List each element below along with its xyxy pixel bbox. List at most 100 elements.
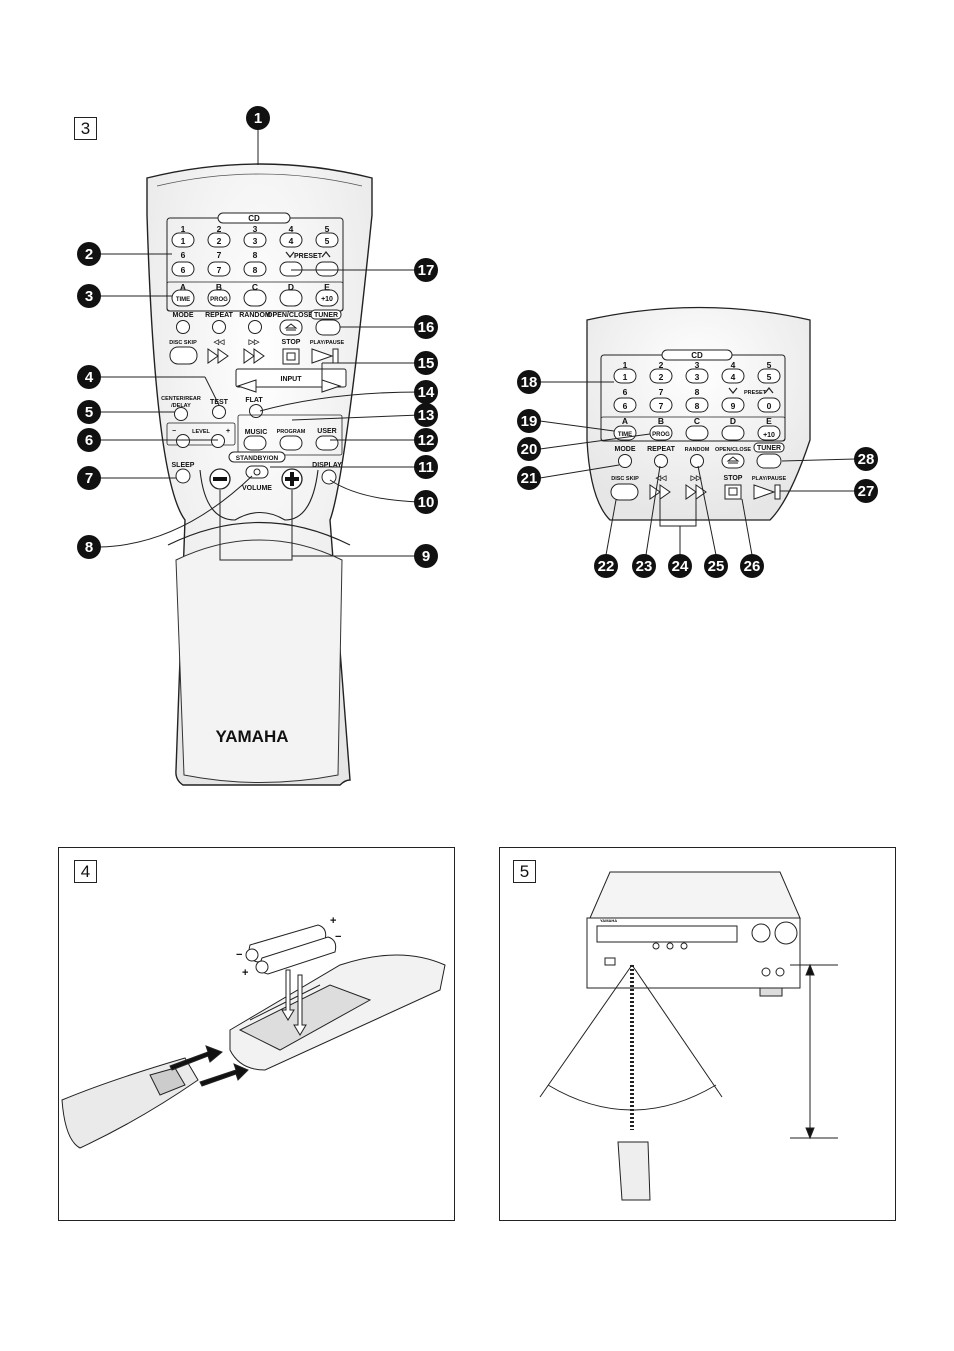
svg-text:8: 8: [85, 539, 93, 556]
svg-text:25: 25: [708, 558, 725, 575]
svg-text:7: 7: [85, 470, 93, 487]
svg-text:5: 5: [325, 236, 330, 246]
svg-text:22: 22: [598, 558, 615, 575]
svg-text:B: B: [216, 282, 222, 292]
svg-text:24: 24: [672, 558, 689, 575]
svg-text:17: 17: [418, 262, 435, 279]
svg-text:PROGRAM: PROGRAM: [277, 429, 306, 435]
svg-text:▷▷: ▷▷: [690, 475, 702, 482]
svg-text:PLAY/PAUSE: PLAY/PAUSE: [752, 476, 787, 482]
svg-text:MODE: MODE: [173, 312, 194, 319]
svg-text:A: A: [622, 416, 628, 426]
preset-buttons[interactable]: PRESET: [279, 251, 339, 277]
svg-text:DISPLAY: DISPLAY: [312, 462, 342, 469]
svg-text:8: 8: [695, 387, 700, 397]
small-digit-buttons[interactable]: 1 2 3 4 5 6 7 8 9 0: [613, 368, 781, 413]
svg-text:▷▷: ▷▷: [248, 339, 260, 346]
letter-buttons[interactable]: TIME PROG +10: [171, 289, 339, 307]
svg-text:5: 5: [767, 360, 772, 370]
svg-text:OPEN/CLOSE: OPEN/CLOSE: [715, 447, 751, 453]
sound-controls[interactable]: TEST CENTER/REAR /DELAY FLAT LEVEL − + M…: [161, 396, 343, 456]
svg-text:4: 4: [731, 360, 736, 370]
svg-text:◁◁: ◁◁: [655, 475, 667, 482]
svg-text:◁◁: ◁◁: [213, 339, 225, 346]
svg-text:LEVEL: LEVEL: [192, 429, 210, 435]
svg-text:YAMAHA: YAMAHA: [600, 918, 617, 923]
svg-text:REPEAT: REPEAT: [647, 446, 676, 453]
battery-illustration: + − − +: [61, 915, 446, 1149]
svg-text:7: 7: [217, 265, 222, 275]
svg-text:+10: +10: [763, 432, 775, 439]
svg-text:B: B: [658, 416, 664, 426]
digit-buttons-bottom[interactable]: 6 7 8: [171, 261, 267, 277]
svg-text:+: +: [330, 915, 336, 927]
svg-text:10: 10: [418, 494, 435, 511]
large-remote: YAMAHA CD 1 2 3 4 5 1 2 3 4 5 6 7 8: [146, 128, 373, 786]
svg-text:20: 20: [521, 441, 538, 458]
svg-text:REPEAT: REPEAT: [205, 312, 234, 319]
svg-text:PRESET: PRESET: [744, 390, 767, 396]
svg-text:+: +: [242, 967, 248, 979]
svg-text:E: E: [766, 416, 772, 426]
svg-text:1: 1: [181, 224, 186, 234]
small-mode-row[interactable]: MODE REPEAT RANDOM OPEN/CLOSE TUNER: [615, 442, 785, 469]
svg-text:MODE: MODE: [615, 446, 636, 453]
digit-top-labels: 1 2 3 4 5: [181, 224, 330, 234]
svg-text:5: 5: [767, 372, 772, 382]
svg-text:+10: +10: [321, 296, 333, 303]
svg-text:9: 9: [731, 401, 736, 411]
svg-text:−: −: [335, 931, 341, 943]
power-volume[interactable]: SLEEP STANDBY/ON DISPLAY VOLUME: [172, 451, 343, 492]
svg-text:A: A: [180, 282, 186, 292]
svg-text:19: 19: [521, 413, 538, 430]
svg-text:3: 3: [695, 360, 700, 370]
svg-text:STANDBY/ON: STANDBY/ON: [236, 455, 279, 462]
svg-text:C: C: [694, 416, 700, 426]
svg-text:2: 2: [659, 372, 664, 382]
svg-text:8: 8: [695, 401, 700, 411]
svg-text:TIME: TIME: [618, 432, 632, 438]
svg-text:4: 4: [289, 224, 294, 234]
svg-text:TUNER: TUNER: [314, 312, 338, 319]
small-letter-row[interactable]: A B C D E TIME PROG +10: [613, 416, 781, 441]
mode-row[interactable]: MODE REPEAT RANDOM OPEN/CLOSE TUNER: [173, 309, 342, 336]
svg-text:STOP: STOP: [282, 339, 301, 346]
callouts-small: 18 19 20 21 22 23 24 25 26 27 28: [517, 370, 878, 578]
svg-text:7: 7: [217, 250, 222, 260]
battery-icon: [245, 924, 337, 975]
svg-text:28: 28: [858, 451, 875, 468]
svg-text:TIME: TIME: [176, 297, 190, 303]
svg-text:CENTER/REAR: CENTER/REAR: [161, 396, 201, 402]
figure-3-label: 3: [74, 117, 97, 140]
svg-text:9: 9: [422, 548, 430, 565]
svg-text:21: 21: [521, 470, 538, 487]
svg-text:PRESET: PRESET: [294, 253, 323, 260]
svg-text:13: 13: [418, 407, 435, 424]
svg-text:D: D: [730, 416, 736, 426]
figure-5-label: 5: [513, 860, 536, 883]
svg-text:2: 2: [217, 236, 222, 246]
svg-text:USER: USER: [317, 428, 336, 435]
svg-text:16: 16: [418, 319, 435, 336]
svg-text:7: 7: [659, 401, 664, 411]
svg-text:RANDOM: RANDOM: [685, 447, 710, 453]
input-selector[interactable]: INPUT: [235, 368, 347, 393]
svg-text:0: 0: [767, 401, 772, 411]
receiver-illustration: YAMAHA: [539, 871, 838, 1201]
svg-text:PROG: PROG: [210, 297, 228, 303]
small-cd-header: CD: [691, 351, 703, 360]
svg-text:6: 6: [181, 265, 186, 275]
figure-5-panel: [499, 847, 896, 1221]
svg-text:C: C: [252, 282, 258, 292]
svg-text:TEST: TEST: [210, 399, 229, 406]
transport-row[interactable]: DISC SKIP ◁◁ ▷▷ STOP PLAY/PAUSE: [169, 339, 344, 365]
svg-text:2: 2: [217, 224, 222, 234]
svg-text:3: 3: [695, 372, 700, 382]
svg-text:14: 14: [418, 384, 435, 401]
svg-text:15: 15: [418, 355, 435, 372]
svg-text:12: 12: [418, 432, 435, 449]
svg-text:6: 6: [85, 432, 93, 449]
svg-text:PROG: PROG: [652, 432, 670, 438]
digit-buttons-top[interactable]: 1 2 3 4 5: [171, 232, 339, 248]
